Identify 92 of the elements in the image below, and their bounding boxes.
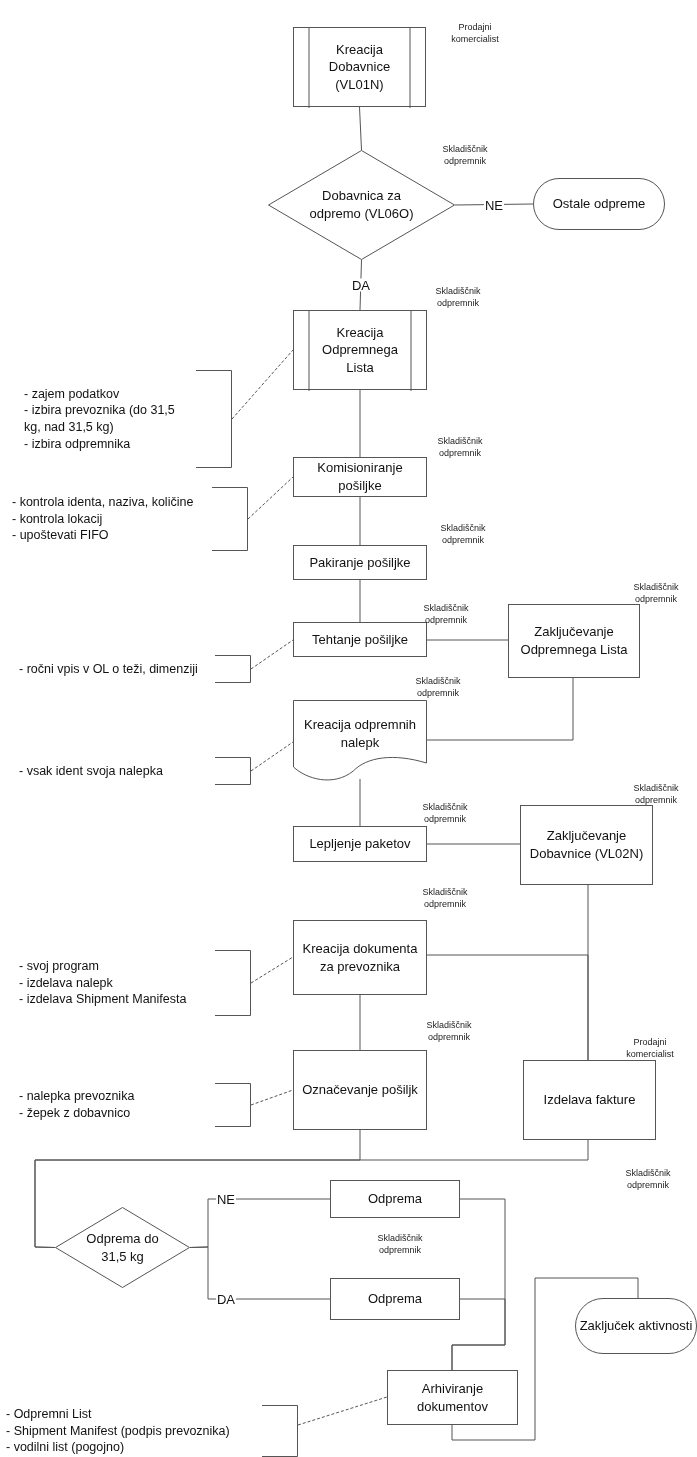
step-label: Odprema — [367, 1190, 423, 1208]
connector-line — [359, 496, 361, 546]
role-label: Skladiščnik odpremnik — [434, 286, 482, 310]
step-label: Komisioniranje pošiljke — [316, 459, 404, 495]
note-text: - izdelava nalepk — [19, 974, 113, 992]
note-text: - svoj program — [19, 958, 99, 975]
step-label: Zaključek aktivnosti — [579, 1317, 693, 1335]
role-label: Skladiščnik odpremnik — [425, 1020, 473, 1044]
connector-line — [426, 639, 509, 641]
process-box — [330, 1180, 460, 1218]
note-text: - upoštevati FIFO — [12, 527, 109, 544]
leader-line — [250, 639, 294, 670]
step-label: Zaključevanje Dobavnice (VL02N) — [528, 827, 645, 863]
connector-line — [359, 579, 361, 623]
connector-line — [426, 954, 589, 1061]
terminator-shape — [533, 178, 665, 230]
process-box — [520, 805, 653, 885]
step-label: Kreacija Dobavnice (VL01N) — [327, 40, 392, 94]
process-box — [523, 1060, 656, 1140]
process-box — [293, 826, 427, 862]
step-label: Kreacija odpremnih nalepk — [303, 715, 417, 752]
leader-line — [247, 476, 294, 520]
terminator-shape — [575, 1298, 697, 1354]
process-box — [293, 545, 427, 580]
connector-line — [189, 1246, 331, 1300]
note-text: - izdelava Shipment Manifesta — [19, 991, 187, 1008]
role-label: Skladiščnik odpremnik — [436, 436, 484, 460]
leader-line — [250, 741, 294, 772]
connector-line — [426, 677, 574, 741]
predefined-process-box — [293, 310, 427, 390]
step-label: Kreacija Odpremnega Lista — [321, 323, 399, 377]
connector-line — [451, 1298, 506, 1371]
leader-line — [297, 1396, 388, 1426]
process-box — [293, 457, 427, 497]
step-label: Arhiviranje dokumentov — [416, 1379, 489, 1416]
process-box — [293, 920, 427, 995]
note-text: - zajem podatkov — [24, 385, 120, 403]
edge-label: NE — [215, 1192, 237, 1206]
step-label: Izdelava fakture — [543, 1091, 636, 1109]
process-box — [508, 604, 640, 678]
note-text: - vsak ident svoja nalepka — [19, 762, 163, 780]
note-text: - ročni vpis v OL o teži, dimenziji — [19, 660, 198, 678]
role-label: Skladiščnik odpremnik — [422, 603, 470, 627]
note-text: - vodilni list (pogojno) — [6, 1439, 125, 1456]
process-box — [387, 1370, 518, 1425]
process-box — [330, 1278, 460, 1320]
note-text: - kontrola lokacij — [12, 510, 103, 528]
leader-line — [231, 349, 294, 420]
process-box — [293, 622, 427, 657]
connector-line — [359, 778, 361, 827]
role-label: Skladiščnik odpremnik — [376, 1233, 424, 1257]
role-label: Skladiščnik odpremnik — [441, 144, 489, 168]
role-label: Skladiščnik odpremnik — [632, 582, 680, 606]
step-label: Odprema — [367, 1290, 423, 1308]
step-label: Kreacija dokumenta za prevoznika — [301, 939, 419, 976]
note-text: - izbira odpremnika — [24, 435, 131, 453]
connector-line — [359, 389, 361, 458]
note-text: - izbira prevoznika (do 31,5 kg, nad 31,5 kg) — [24, 402, 176, 436]
note-text: - Odpremni List — [6, 1406, 92, 1423]
role-label: Skladiščnik odpremnik — [414, 676, 462, 700]
connector-line — [451, 1277, 639, 1441]
step-label: Ostale odpreme — [552, 195, 646, 213]
leader-line — [250, 1089, 294, 1106]
role-label: Skladiščnik odpremnik — [632, 783, 680, 807]
step-label: Zaključevanje Odpremnega Lista — [519, 623, 629, 659]
note-text: - žepek z dobavnico — [19, 1105, 131, 1122]
note-text: - kontrola identa, naziva, količine — [12, 494, 194, 511]
step-label: Pakiranje pošiljke — [309, 553, 411, 572]
process-box — [293, 1050, 427, 1130]
leader-line — [250, 956, 294, 984]
note-text: - Shipment Manifest (podpis prevoznika) — [6, 1422, 230, 1440]
role-label: Prodajni komercialist — [625, 1037, 675, 1061]
connector-line — [426, 843, 521, 845]
edge-label: DA — [350, 278, 372, 292]
role-label: Skladiščnik odpremnik — [421, 802, 469, 826]
step-label: Označevanje pošiljk — [302, 1081, 418, 1099]
step-label: Odprema do 31,5 kg — [85, 1229, 160, 1266]
decision-diamond — [55, 1207, 190, 1288]
step-label: Dobavnica za odpremo (VL06O) — [308, 187, 415, 223]
step-label: Tehtanje pošiljke — [311, 630, 409, 649]
connector-line — [359, 106, 362, 151]
role-label: Skladiščnik odpremnik — [624, 1168, 672, 1192]
edge-label: NE — [483, 198, 505, 212]
edge-label: DA — [215, 1292, 237, 1306]
predefined-process-box — [293, 27, 426, 107]
role-label: Skladiščnik odpremnik — [421, 887, 469, 911]
connector-line — [34, 1139, 589, 1248]
step-label: Lepljenje paketov — [309, 835, 411, 853]
role-label: Prodajni komercialist — [450, 22, 500, 46]
note-text: - nalepka prevoznika — [19, 1088, 135, 1105]
connector-line — [359, 994, 361, 1051]
role-label: Skladiščnik odpremnik — [439, 523, 487, 547]
